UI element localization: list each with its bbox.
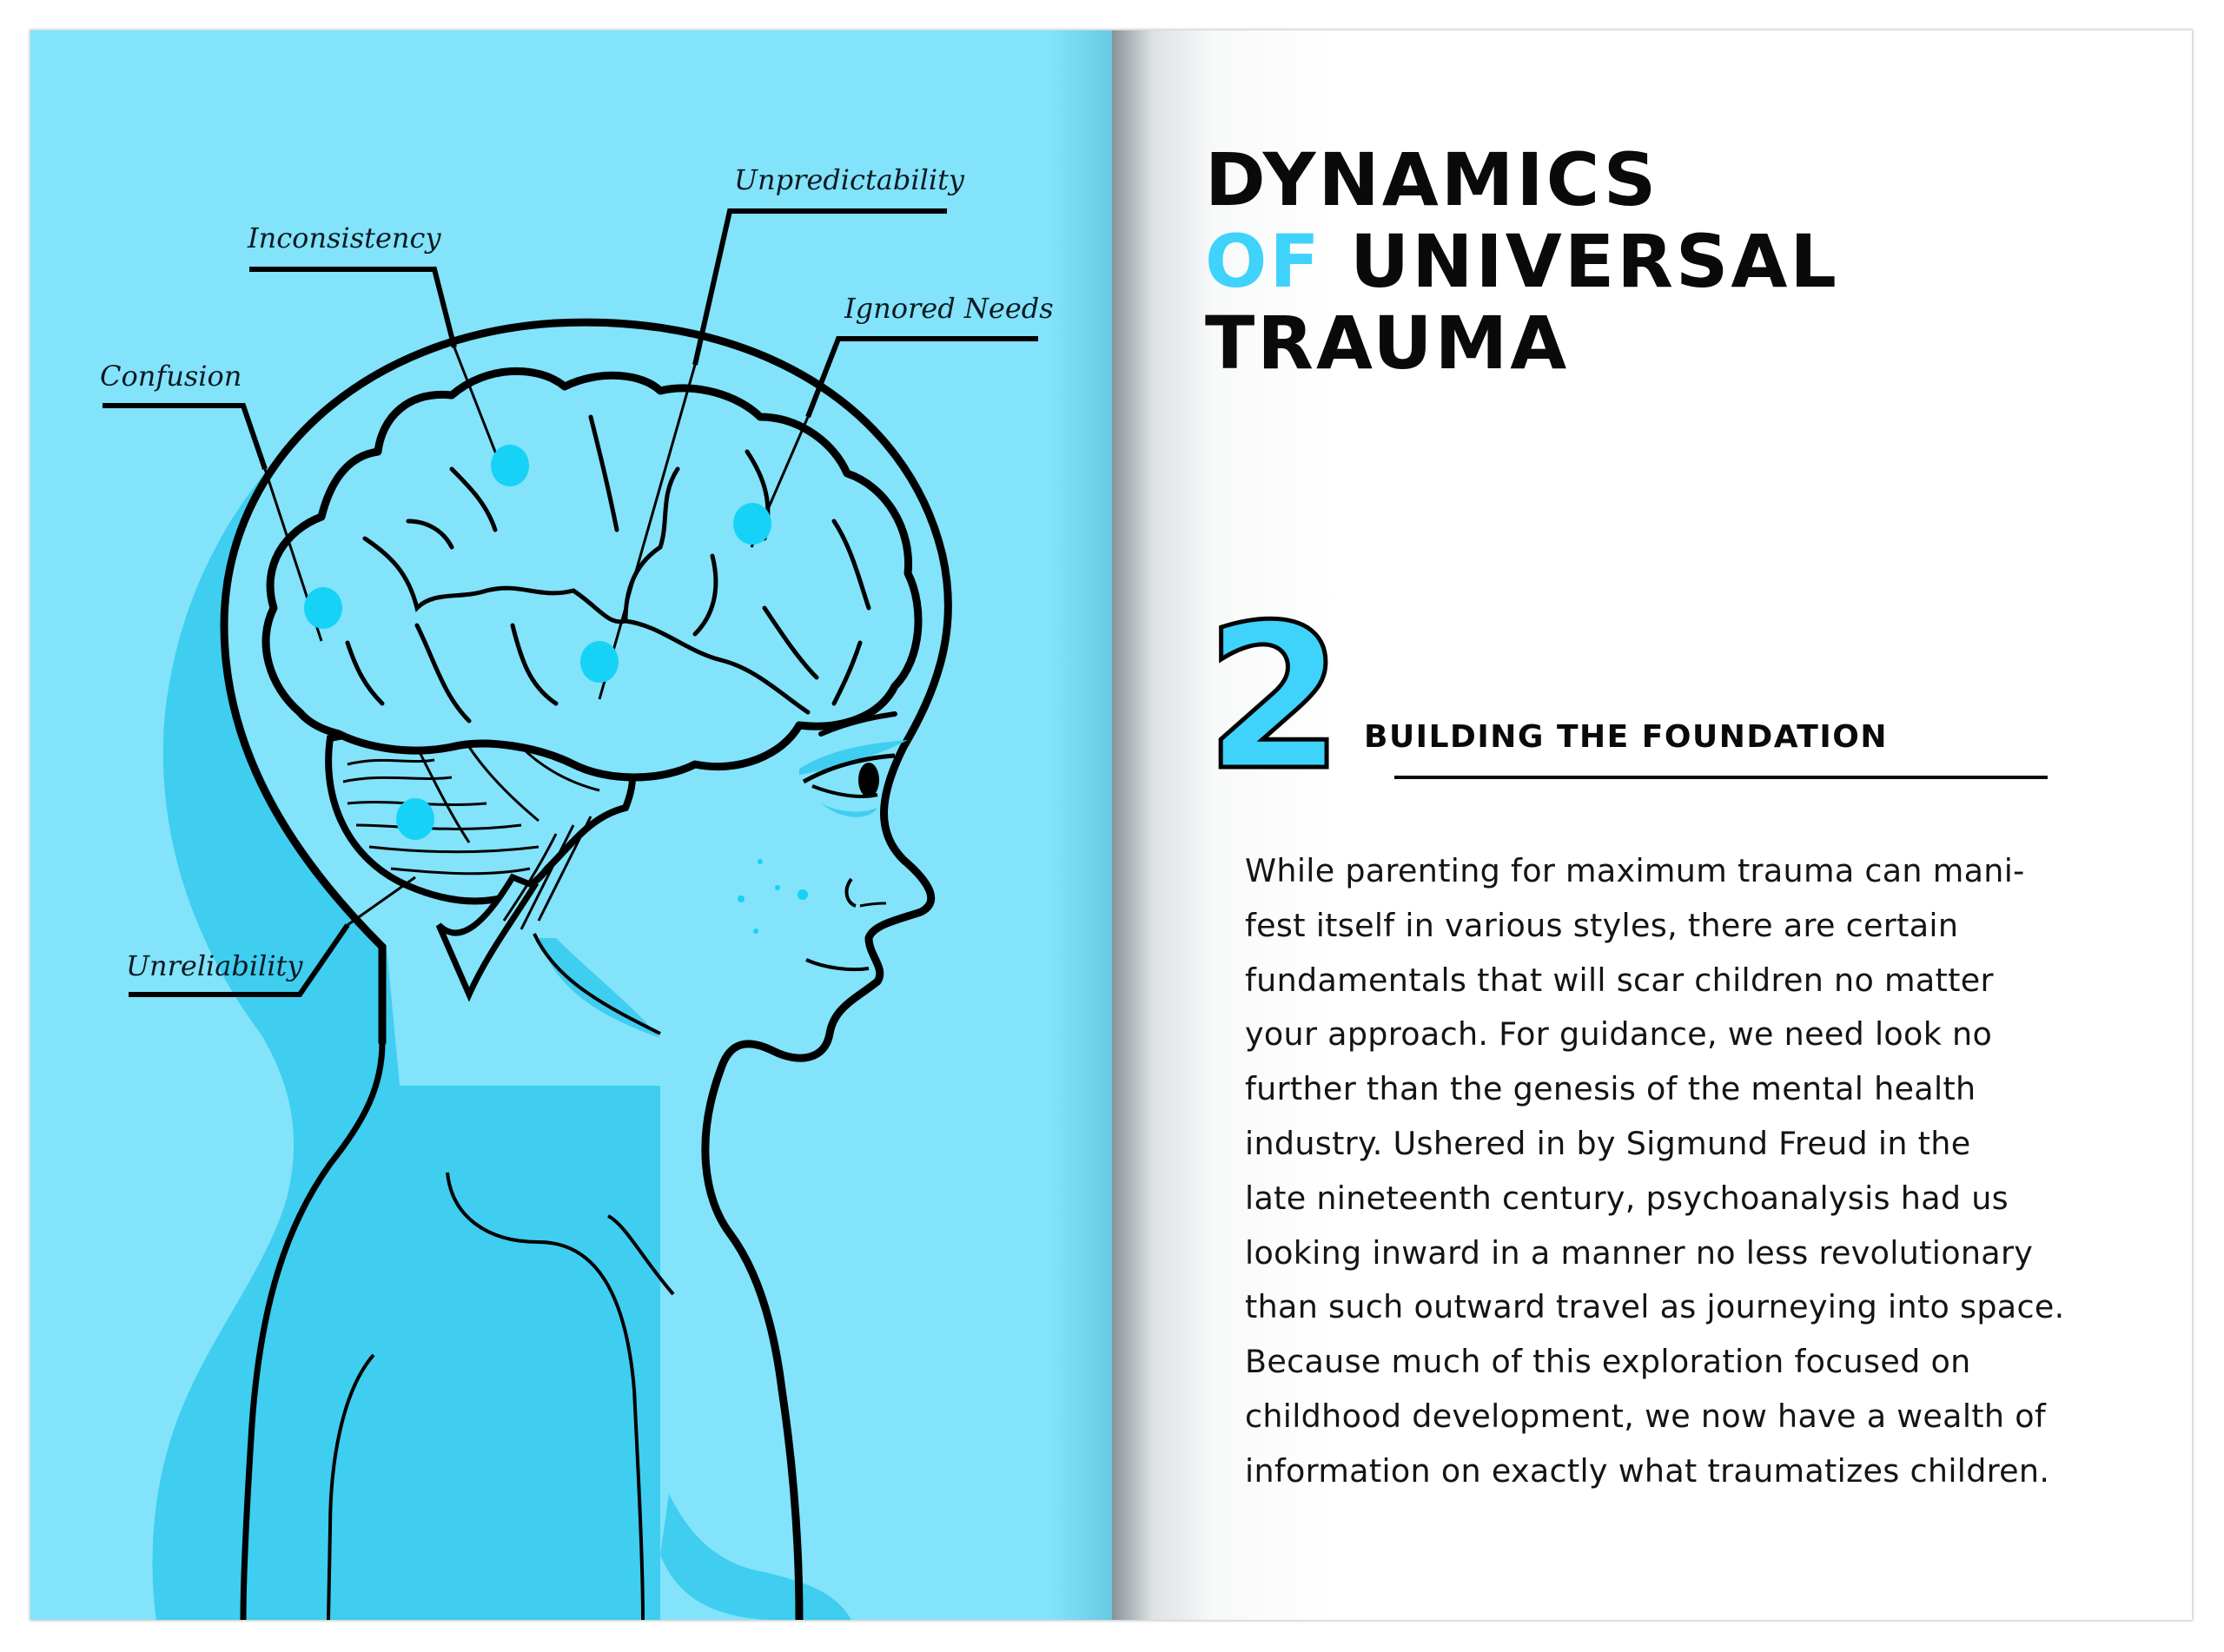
- label-confusion: Confusion: [100, 360, 242, 393]
- body-line: than such outward travel as journeying i…: [1245, 1288, 2065, 1326]
- label-inconsistency: Inconsistency: [247, 221, 441, 254]
- label-unpredictability: Unpredictability: [734, 163, 965, 196]
- dot-confusion: [304, 587, 342, 629]
- eye-iris: [858, 763, 879, 797]
- body-line: looking inward in a manner no less revol…: [1245, 1233, 2034, 1272]
- leader-inconsistency: [249, 267, 457, 348]
- dot-unpredictability: [580, 641, 619, 683]
- left-page-illustration: Unpredictability Inconsistency Ignored N…: [30, 30, 1112, 1620]
- dot-unreliability: [396, 798, 434, 840]
- body-line: late nineteenth century, psychoanalysis …: [1245, 1179, 2009, 1217]
- body-line: fest itself in various styles, there are…: [1245, 906, 1959, 944]
- nostril-line: [859, 902, 887, 908]
- chapter-number: 2: [1202, 583, 1346, 815]
- title-line-2: UNIVERSAL: [1321, 219, 1839, 304]
- brain-illustration: Unpredictability Inconsistency Ignored N…: [100, 163, 1054, 1620]
- jaw-line: [533, 933, 661, 1035]
- shoulder-line: [446, 1172, 645, 1620]
- body-line: information on exactly what traumatizes …: [1245, 1451, 2050, 1490]
- jaw-shadow: [539, 938, 660, 1038]
- body-line: further than the genesis of the mental h…: [1245, 1070, 1976, 1108]
- dot-ignored-needs: [733, 503, 771, 545]
- eye-shadow-top: [799, 740, 908, 775]
- leader-ignored-needs: [805, 336, 1038, 419]
- body-line: industry. Ushered in by Sigmund Freud in…: [1245, 1124, 1971, 1162]
- freckles: [738, 859, 808, 934]
- leader-unreliability: [129, 923, 350, 997]
- body-line: While parenting for maximum trauma can m…: [1245, 852, 2025, 889]
- cerebrum: [261, 367, 923, 782]
- nostril: [844, 877, 857, 908]
- brain-sulci: [345, 414, 871, 724]
- body-line: Because much of this exploration focused…: [1245, 1343, 1971, 1381]
- title-line-1: DYNAMICS: [1205, 137, 1659, 222]
- marker-dots: [304, 445, 771, 840]
- right-page: [1112, 30, 2192, 1620]
- body-line: your approach. For guidance, we need loo…: [1245, 1015, 1993, 1054]
- eye-upper-lid: [802, 753, 896, 784]
- book-spread: Unpredictability Inconsistency Ignored N…: [30, 30, 2192, 1620]
- body-line: childhood development, we now have a wea…: [1245, 1397, 2047, 1435]
- chapter-title: BUILDING THE FOUNDATION: [1364, 719, 1888, 755]
- title-accent-word: OF: [1205, 219, 1322, 304]
- neck-shadow: [348, 1433, 382, 1620]
- silhouette-shadow: [152, 373, 661, 1620]
- dot-inconsistency: [491, 445, 529, 486]
- title-line-3: TRAUMA: [1205, 301, 1570, 386]
- cerebellum-folds: [342, 745, 600, 930]
- leader-confusion: [103, 403, 268, 470]
- arm-line: [327, 1353, 375, 1620]
- body-paragraph: While parenting for maximum trauma can m…: [1245, 844, 2079, 1499]
- page-title: DYNAMICS OF UNIVERSAL TRAUMA: [1205, 139, 1839, 384]
- brainstem: [435, 873, 539, 1002]
- collar-line: [606, 1214, 675, 1296]
- back-outline: [240, 1041, 386, 1620]
- chapter-divider: [1394, 776, 2048, 779]
- label-unreliability: Unreliability: [126, 949, 303, 982]
- body-line: fundamentals that will scar children no …: [1245, 961, 1994, 999]
- eye-shadow-bottom: [821, 803, 877, 817]
- head-outline: [220, 318, 952, 1620]
- leader-unpredictability: [692, 208, 947, 366]
- label-ignored-needs: Ignored Needs: [844, 292, 1054, 325]
- mouth-line: [805, 958, 870, 972]
- back-shadow: [660, 1494, 851, 1620]
